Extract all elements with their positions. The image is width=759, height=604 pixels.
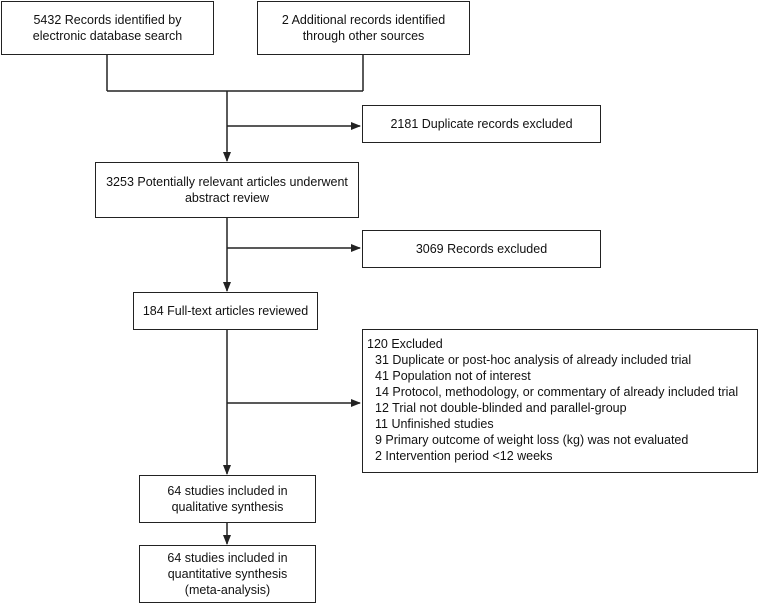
excluded-reason: 14 Protocol, methodology, or commentary … xyxy=(375,385,739,399)
excluded-reasons-box: 120 Excluded 31 Duplicate or post-hoc an… xyxy=(362,329,758,473)
excluded-title: 120 Excluded xyxy=(367,337,443,351)
quantitative-synthesis-box: 64 studies included in quantitative synt… xyxy=(139,545,316,603)
full-text-box: 184 Full-text articles reviewed xyxy=(133,292,318,330)
duplicates-excluded-box: 2181 Duplicate records excluded xyxy=(362,105,601,143)
excluded-reason: 12 Trial not double-blinded and parallel… xyxy=(375,401,627,415)
abstract-review-box: 3253 Potentially relevant articles under… xyxy=(95,162,359,218)
excluded-reason: 41 Population not of interest xyxy=(375,369,531,383)
other-sources-box: 2 Additional records identified through … xyxy=(257,1,470,55)
records-excluded-box: 3069 Records excluded xyxy=(362,230,601,268)
excluded-reason: 9 Primary outcome of weight loss (kg) wa… xyxy=(375,433,689,447)
database-search-box: 5432 Records identified by electronic da… xyxy=(1,1,214,55)
qualitative-synthesis-box: 64 studies included in qualitative synth… xyxy=(139,475,316,523)
excluded-reason: 31 Duplicate or post-hoc analysis of alr… xyxy=(375,353,692,367)
excluded-reason: 11 Unfinished studies xyxy=(375,417,494,431)
excluded-reason: 2 Intervention period <12 weeks xyxy=(375,449,553,463)
